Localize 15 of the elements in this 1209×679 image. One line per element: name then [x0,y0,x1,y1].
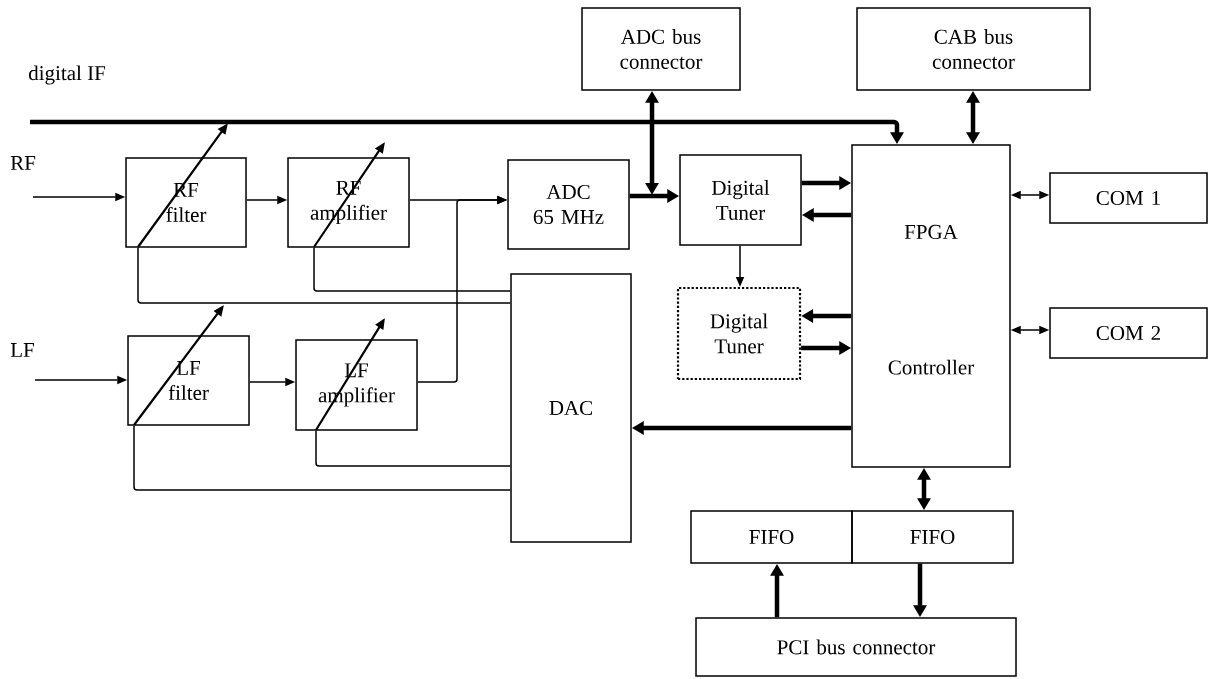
connector-box: ADC bus connector [581,7,741,91]
controller-box: FPGA Controller [851,144,1011,468]
connector-box: CAB bus connector [856,7,1091,91]
signal-label: RF [10,156,36,170]
buffer-box: FIFO [851,510,1014,564]
tuner-box: Digital Tuner [679,154,802,246]
signal-label: digital IF [28,65,106,85]
connector-box: PCI bus connector [695,617,1017,677]
tuner-box: Digital Tuner [676,286,802,381]
port-box: COM 2 [1049,307,1208,359]
buffer-box: FIFO [690,510,853,564]
port-box: COM 1 [1049,172,1208,224]
converter-box: DAC [510,273,632,543]
converter-box: ADC 65 MHz [507,159,630,250]
signal-label: LF [10,343,34,357]
